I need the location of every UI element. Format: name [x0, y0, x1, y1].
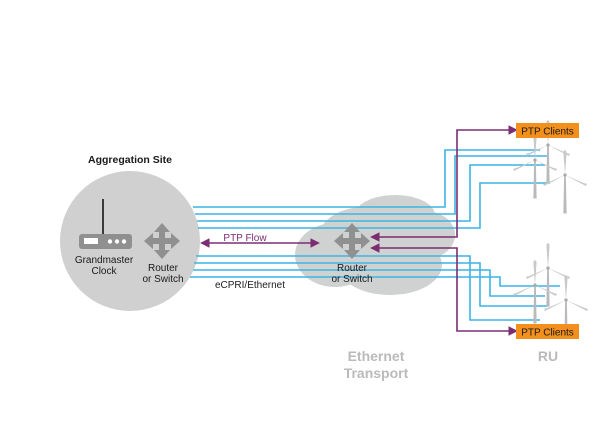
aggregation-router-label-line1: Router: [148, 263, 179, 274]
wind-turbine-icon: [526, 242, 570, 307]
ecpri-ethernet-label: eCPRI/Ethernet: [215, 280, 285, 291]
transport-router-label-line1: Router: [337, 263, 368, 274]
ptp-clients-top-label: PTP Clients: [521, 127, 574, 138]
aggregation-router-label-line2: or Switch: [142, 274, 183, 285]
ethernet-line: [193, 149, 540, 208]
ru-label: RU: [538, 348, 558, 364]
ptp-clients-bottom-label: PTP Clients: [521, 328, 574, 339]
grandmaster-clock-icon: [79, 199, 132, 249]
ptp-clients-top-box: PTP Clients: [516, 123, 579, 138]
ptp-clients-bottom-box: PTP Clients: [516, 324, 579, 339]
wind-turbine-icon: [513, 134, 557, 199]
ptp-to-bottom-clients: [370, 243, 518, 336]
wind-turbine-icon: [513, 259, 557, 324]
ptp-flow-label: PTP Flow: [223, 233, 267, 244]
ethernet-transport-title-line2: Transport: [344, 365, 409, 381]
aggregation-site-title: Aggregation Site: [88, 154, 172, 166]
grandmaster-label-line2: Clock: [91, 266, 117, 277]
ethernet-transport-title-line1: Ethernet: [348, 348, 405, 364]
ptp-to-top-clients: [370, 125, 518, 242]
ethernet-transport-cloud: [295, 195, 455, 295]
transport-router-label-line2: or Switch: [331, 274, 372, 285]
ptp-links: [200, 125, 518, 336]
grandmaster-label-line1: Grandmaster: [75, 255, 134, 266]
